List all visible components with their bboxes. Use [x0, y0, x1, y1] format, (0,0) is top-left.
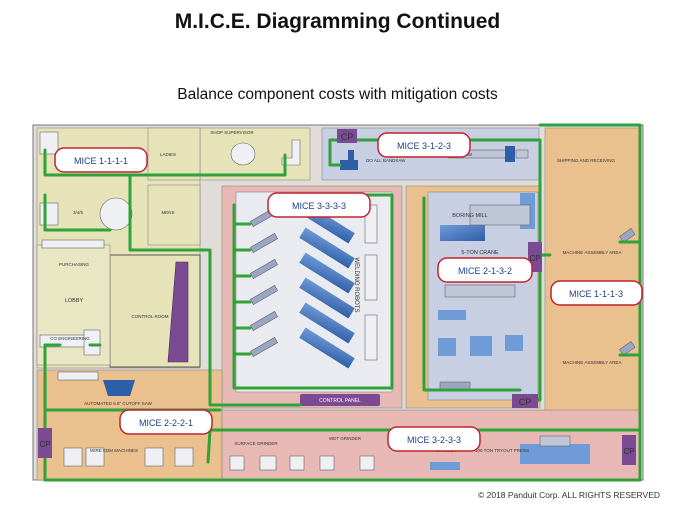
- control-room-label: CONTROL ROOM: [131, 314, 168, 319]
- callout-text: MICE 2-1-3-2: [458, 266, 512, 276]
- cp-label: CP: [529, 254, 540, 263]
- mens-room: [147, 184, 201, 246]
- ladies-label: LADIES: [160, 152, 176, 157]
- callout-text: MICE 3-3-3-3: [292, 201, 346, 211]
- page-subtitle: Balance component costs with mitigation …: [177, 86, 498, 103]
- page-title: M.I.C.E. Diagramming Continued: [174, 10, 501, 33]
- callout-mice-1-1-1-1: [54, 147, 148, 173]
- press-label: 100 TON TRYOUT PRESS: [475, 448, 529, 453]
- machine-assembly-zone: [544, 127, 641, 419]
- control-room-console: [167, 261, 189, 363]
- shop-supervisor-label: SHOP SUPERVISOR: [210, 130, 254, 135]
- surface-grinder-label: SURFACE GRINDER: [234, 441, 278, 446]
- purchasing-label: PURCHASING: [59, 262, 90, 267]
- callout-mice-2-1-3-2: [437, 257, 533, 283]
- callout-text: MICE 1-1-1-3: [569, 289, 623, 299]
- wet-grinder-label: WET GRINDER: [329, 436, 362, 441]
- bandsaw-label: DO ALL BANDSAW: [366, 158, 406, 163]
- cp-label: CP: [519, 397, 532, 407]
- cp-label: CP: [39, 440, 50, 449]
- callout-mice-2-2-2-1: [119, 409, 213, 435]
- callout-text: MICE 3-2-3-3: [407, 435, 461, 445]
- mice-callouts: MICE 1-1-1-1 MICE 3-1-2-3 MICE 3-3-3-3 M…: [54, 132, 643, 452]
- mens-label: MENS: [161, 210, 174, 215]
- copyright-notice: © 2018 Panduit Corp. ALL RIGHTS RESERVED: [477, 490, 660, 500]
- callout-text: MICE 1-1-1-1: [74, 156, 128, 166]
- callout-mice-3-2-3-3: [387, 426, 481, 452]
- shipping-label: SHIPPING AND RECEIVING: [557, 158, 616, 163]
- wire-edm-label: WIRE EDM MACHINES: [90, 448, 138, 453]
- welding-robots: [250, 202, 378, 369]
- callout-mice-3-3-3-3: [267, 192, 371, 218]
- cable-pathways: [43, 123, 642, 482]
- cp-boxes: CP CP CP CP CP: [38, 129, 636, 465]
- boring-mill-machines: [438, 193, 535, 391]
- welding-robots-label: WELDING ROBOTS: [353, 257, 359, 312]
- machine-assembly-label-1: MACHINE ASSEMBLY AREA: [563, 250, 622, 255]
- engineering-label: CO ENGINEERING: [50, 336, 90, 341]
- callout-mice-1-1-1-3: [550, 280, 643, 306]
- cutoff-saw-label: AUTOMATED 6.5" CUTOFF SAW: [84, 401, 152, 406]
- ladies-room: [147, 127, 201, 181]
- boring-mill-label: BORING MILL: [452, 213, 487, 219]
- control-panel-label: CONTROL PANEL: [319, 398, 361, 404]
- callout-mice-3-1-2-3: [377, 132, 471, 158]
- control-panel-bar: [300, 394, 380, 406]
- crane-label: 5-TON CRANE: [461, 250, 499, 256]
- lobby-label: LOBBY: [65, 298, 84, 304]
- small-code-label: 3/4/5: [73, 210, 84, 215]
- callout-text: MICE 3-1-2-3: [397, 141, 451, 151]
- callout-text: MICE 2-2-2-1: [139, 418, 193, 428]
- cp-label: CP: [341, 132, 354, 142]
- bottom-equipment: [57, 371, 590, 471]
- cp-label: CP: [623, 447, 634, 456]
- machine-assembly-label-2: MACHINE ASSEMBLY AREA: [563, 360, 622, 365]
